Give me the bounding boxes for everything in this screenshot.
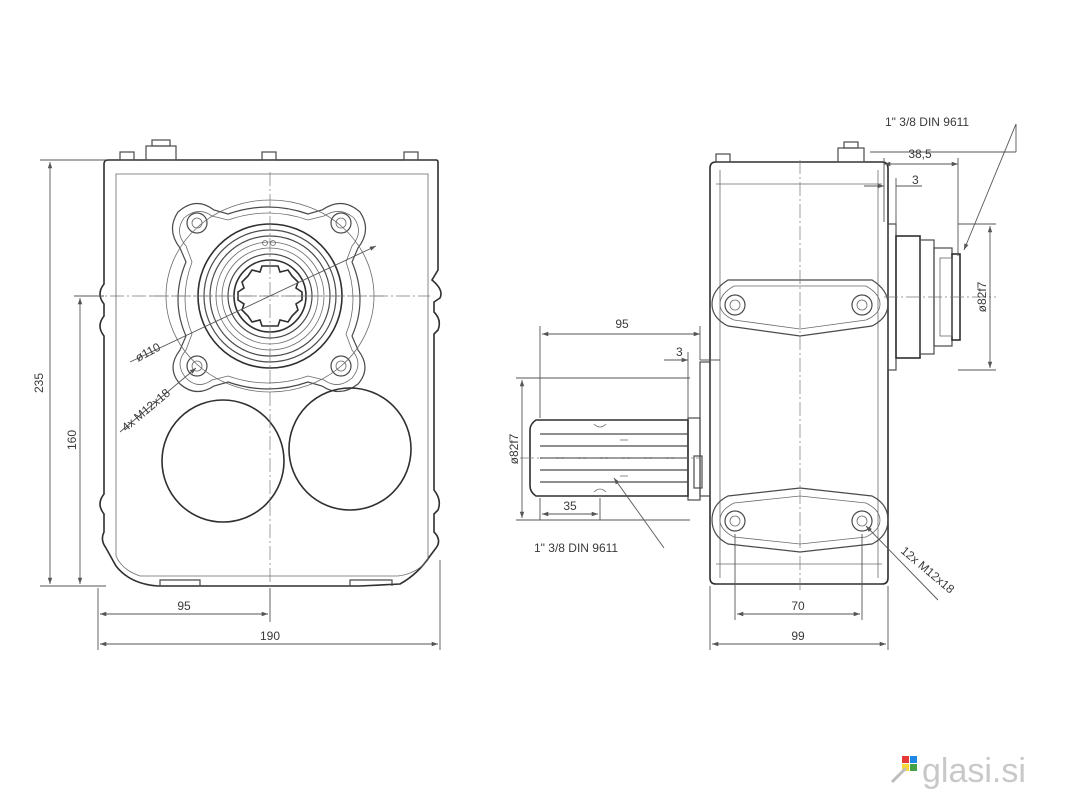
front-housing-outline <box>99 159 442 587</box>
side-lower-rib <box>711 487 889 553</box>
front-top-lug-left <box>119 151 135 161</box>
front-breather-plug <box>145 145 177 161</box>
dim-input-step: 3 <box>676 345 683 359</box>
dim-input-thread: 1" 3/8 DIN 9611 <box>534 541 618 555</box>
dim-height-total: 235 <box>32 373 46 393</box>
front-view: 235 160 95 190 ø110 4x M12x18 <box>32 139 442 650</box>
side-housing-outline <box>709 161 889 585</box>
note-flange-bolts: 4x M12x18 <box>119 386 173 435</box>
dim-bolt-spacing: 70 <box>791 599 805 613</box>
front-top-lug-right <box>403 151 419 161</box>
glasi-logo-icon <box>890 756 917 784</box>
dim-half-width: 95 <box>177 599 191 613</box>
front-cover-left <box>161 399 285 523</box>
dim-input-diameter: ø82f7 <box>507 433 521 464</box>
dim-output-step: 3 <box>912 173 919 187</box>
dim-depth-total: 99 <box>791 629 805 643</box>
side-breather-plug <box>837 147 865 163</box>
dim-output-thread: 1" 3/8 DIN 9611 <box>885 115 969 129</box>
side-view: 1" 3/8 DIN 9611 38,5 3 ø82f7 95 3 ø82f7 … <box>507 115 1017 650</box>
flange-bolt-hole-tl <box>186 212 208 234</box>
watermark-text: glasi.si <box>922 752 1026 790</box>
front-housing-inner-edge <box>115 173 429 577</box>
flange-bolt-hole-bl <box>186 355 208 377</box>
flange-bolt-hole-tr <box>330 212 352 234</box>
side-input-spline-shaft <box>529 419 689 497</box>
dim-output-diameter: ø82f7 <box>975 281 989 312</box>
dim-output-length: 38,5 <box>908 147 932 161</box>
front-bottom-lugs <box>159 579 393 586</box>
dim-width-total: 190 <box>260 629 280 643</box>
dim-input-length: 95 <box>615 317 629 331</box>
front-cover-right <box>288 387 412 511</box>
note-side-bolts: 12x M12x18 <box>898 544 957 597</box>
dim-spline-length: 35 <box>563 499 577 513</box>
side-upper-rib <box>711 279 889 337</box>
watermark-logo: glasi.si <box>890 752 1026 790</box>
front-flange-plate <box>171 202 367 393</box>
flange-bolt-hole-br <box>330 355 352 377</box>
front-flange-plate-inner <box>179 211 359 385</box>
front-breather-cap <box>151 139 171 147</box>
front-top-lug-mid <box>261 151 277 161</box>
dim-height-shaft: 160 <box>65 430 79 450</box>
dim-flange-diameter: ø110 <box>133 340 163 365</box>
